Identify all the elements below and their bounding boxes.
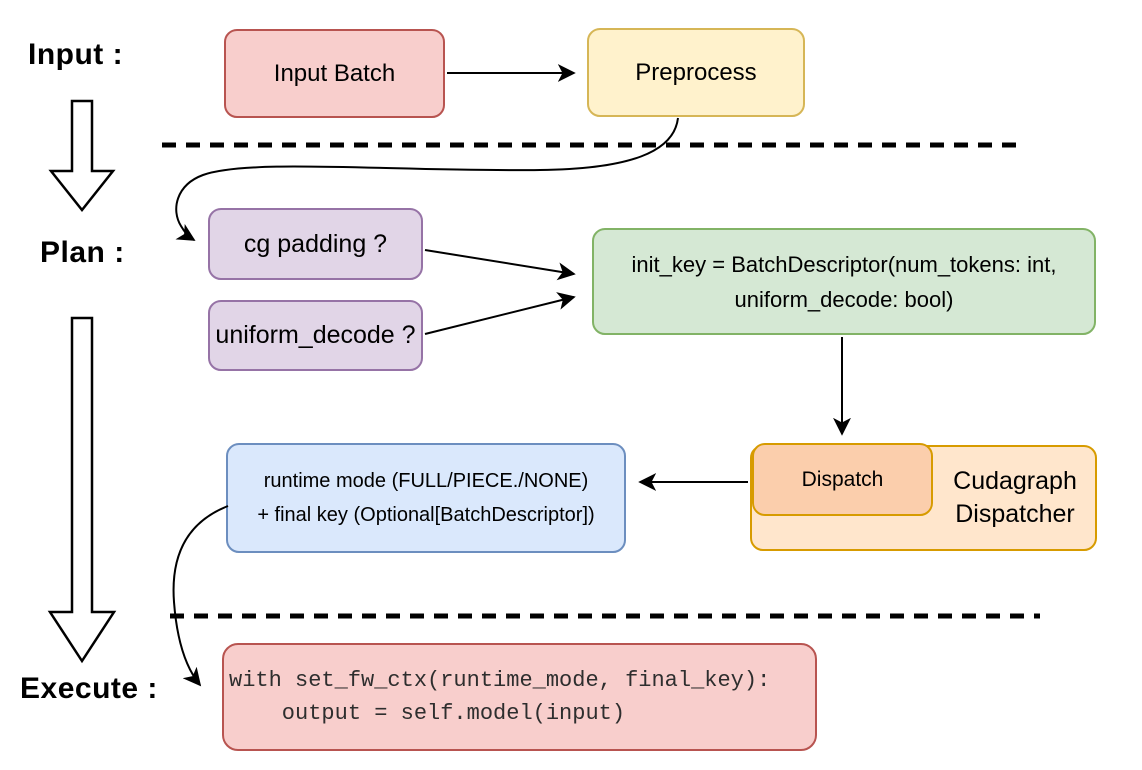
connector-cg-padding-to-init-key <box>424 249 576 281</box>
cudagraph-dispatcher-line1: Cudagraph <box>953 467 1077 495</box>
init-key-node: init_key = BatchDescriptor(num_tokens: i… <box>592 228 1096 335</box>
execute-code-line1: with set_fw_ctx(runtime_mode, final_key)… <box>229 668 771 693</box>
runtime-mode-line2: + final key (Optional[BatchDescriptor]) <box>257 504 595 526</box>
stage-label-execute: Execute : <box>20 672 158 705</box>
cudagraph-dispatcher-line2: Dispatcher <box>955 500 1075 528</box>
cg-padding-label: cg padding ? <box>243 229 388 258</box>
input-batch-node: Input Batch <box>224 29 445 118</box>
input-batch-label: Input Batch <box>273 59 396 87</box>
cg-padding-node: cg padding ? <box>208 208 423 280</box>
preprocess-label: Preprocess <box>635 58 757 86</box>
dispatch-node: Dispatch <box>752 443 933 516</box>
stage-label-plan: Plan : <box>40 236 125 269</box>
runtime-mode-line1: runtime mode (FULL/PIECE./NONE) <box>263 470 589 492</box>
connector-uniform-decode-to-init-key <box>424 292 576 335</box>
preprocess-node: Preprocess <box>587 28 805 117</box>
dispatch-label: Dispatch <box>801 467 884 491</box>
uniform-decode-node: uniform_decode ? <box>208 300 423 371</box>
connector-runtime-mode-to-execute-code <box>172 505 229 687</box>
down-block-arrow-input-to-plan <box>48 99 116 213</box>
cudagraph-dispatcher-label: Cudagraph Dispatcher <box>933 445 1097 551</box>
uniform-decode-label: uniform_decode ? <box>215 321 416 349</box>
init-key-line2: uniform_decode: bool) <box>734 286 954 312</box>
execute-code-line2: output = self.model(input) <box>229 701 626 726</box>
execute-code-node: with set_fw_ctx(runtime_mode, final_key)… <box>222 643 817 751</box>
init-key-line1: init_key = BatchDescriptor(num_tokens: i… <box>631 251 1057 277</box>
down-block-arrow-plan-to-execute <box>47 316 117 664</box>
runtime-mode-node: runtime mode (FULL/PIECE./NONE) + final … <box>226 443 626 553</box>
stage-label-input: Input : <box>28 38 124 71</box>
